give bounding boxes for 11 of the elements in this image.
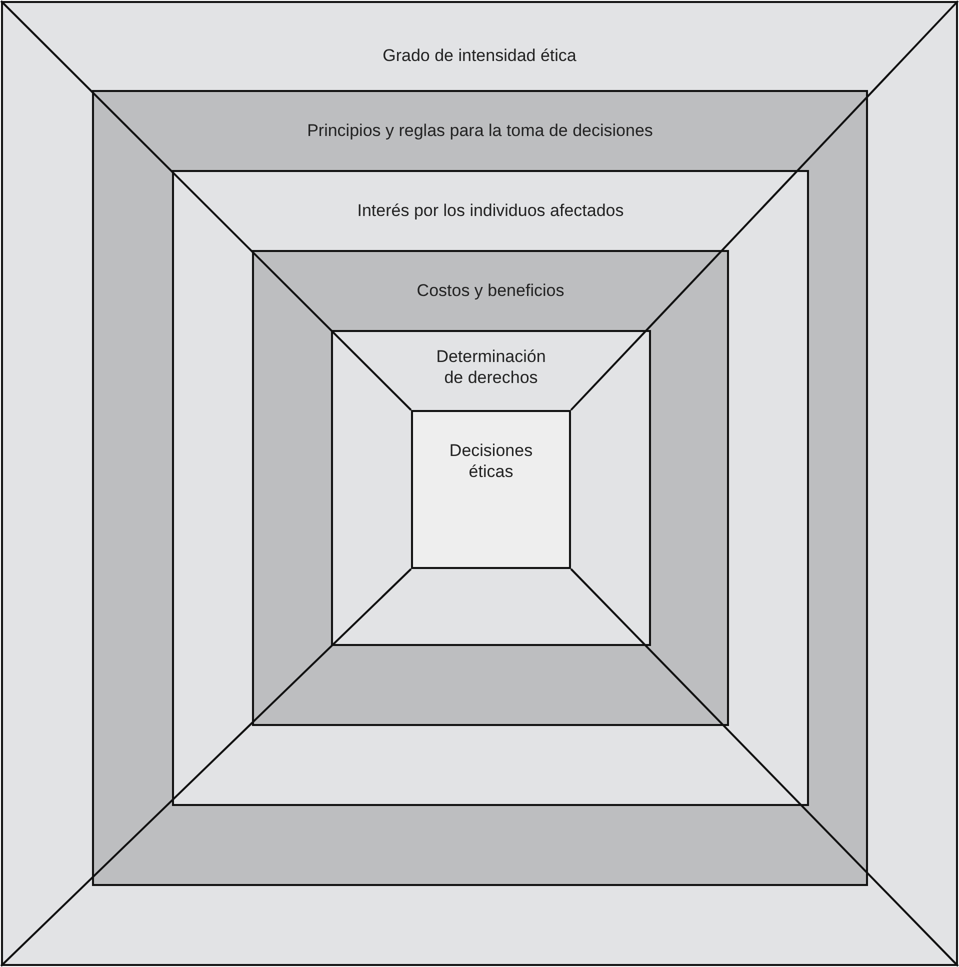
nested-square bbox=[411, 410, 571, 569]
nested-square bbox=[252, 250, 729, 726]
band-label: Principios y reglas para la toma de decisiones bbox=[306, 120, 654, 141]
band-label: Determinación de derechos bbox=[435, 346, 547, 388]
band-label: Grado de intensidad ética bbox=[382, 45, 578, 66]
band-label: Decisiones éticas bbox=[448, 440, 534, 482]
nested-square bbox=[331, 330, 651, 646]
nested-square bbox=[172, 170, 809, 806]
nested-square bbox=[92, 90, 868, 886]
band-label: Interés por los individuos afectados bbox=[356, 200, 625, 221]
band-label: Costos y beneficios bbox=[416, 280, 566, 301]
